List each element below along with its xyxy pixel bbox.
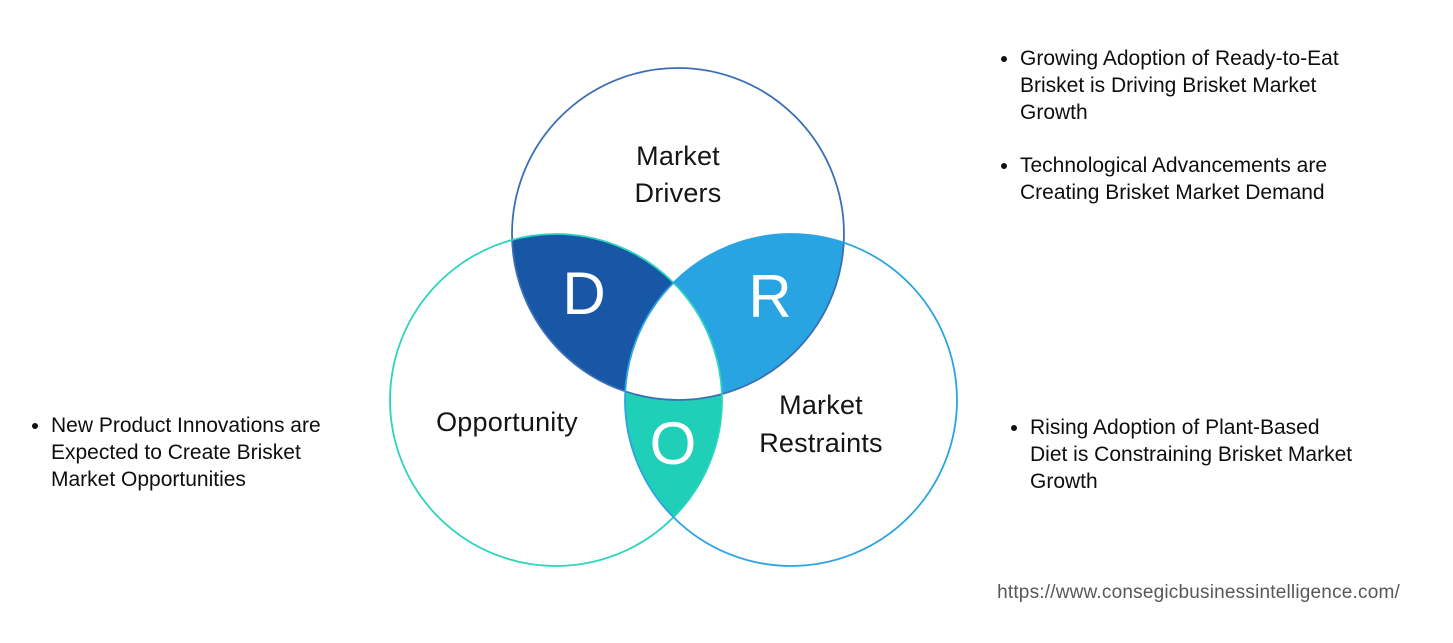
market-drivers-label: Market Drivers — [634, 141, 722, 208]
drivers-letter: D — [562, 260, 606, 327]
opportunity-circle-outline — [389, 233, 723, 567]
restraints-circle-outline — [624, 233, 958, 567]
bullet-dot — [32, 423, 38, 429]
bullet-text: Growing Adoption of Ready-to-Eat Brisket… — [1020, 47, 1339, 124]
bullet-dot — [1011, 425, 1017, 431]
opportunity-bullet-list: New Product Innovations are Expected to … — [30, 412, 330, 493]
restraints-bullet-list: Rising Adoption of Plant-Based Diet is C… — [1009, 414, 1359, 495]
source-url: https://www.consegicbusinessintelligence… — [997, 582, 1400, 603]
market-restraints-label: Market Restraints — [759, 390, 883, 458]
bullet-item: Rising Adoption of Plant-Based Diet is C… — [1009, 414, 1359, 495]
bullet-item: New Product Innovations are Expected to … — [30, 412, 330, 493]
bullet-text: Technological Advancements are Creating … — [1020, 154, 1328, 204]
opportunity-label: Opportunity — [436, 407, 578, 437]
bullet-text: New Product Innovations are Expected to … — [51, 414, 321, 491]
drivers-bullet-list: Growing Adoption of Ready-to-Eat Brisket… — [999, 45, 1349, 206]
drivers-restraints-overlap-region — [625, 234, 844, 400]
bullet-item: Technological Advancements are Creating … — [999, 152, 1349, 206]
bullet-dot — [1001, 56, 1007, 62]
bullet-item: Growing Adoption of Ready-to-Eat Brisket… — [999, 45, 1349, 126]
restraints-letter: R — [748, 263, 792, 330]
bullet-text: Rising Adoption of Plant-Based Diet is C… — [1030, 416, 1353, 493]
drivers-circle-outline — [511, 67, 845, 401]
drivers-opportunity-overlap-region — [512, 234, 722, 400]
opportunity-letter: O — [649, 410, 697, 477]
bullet-dot — [1001, 163, 1007, 169]
